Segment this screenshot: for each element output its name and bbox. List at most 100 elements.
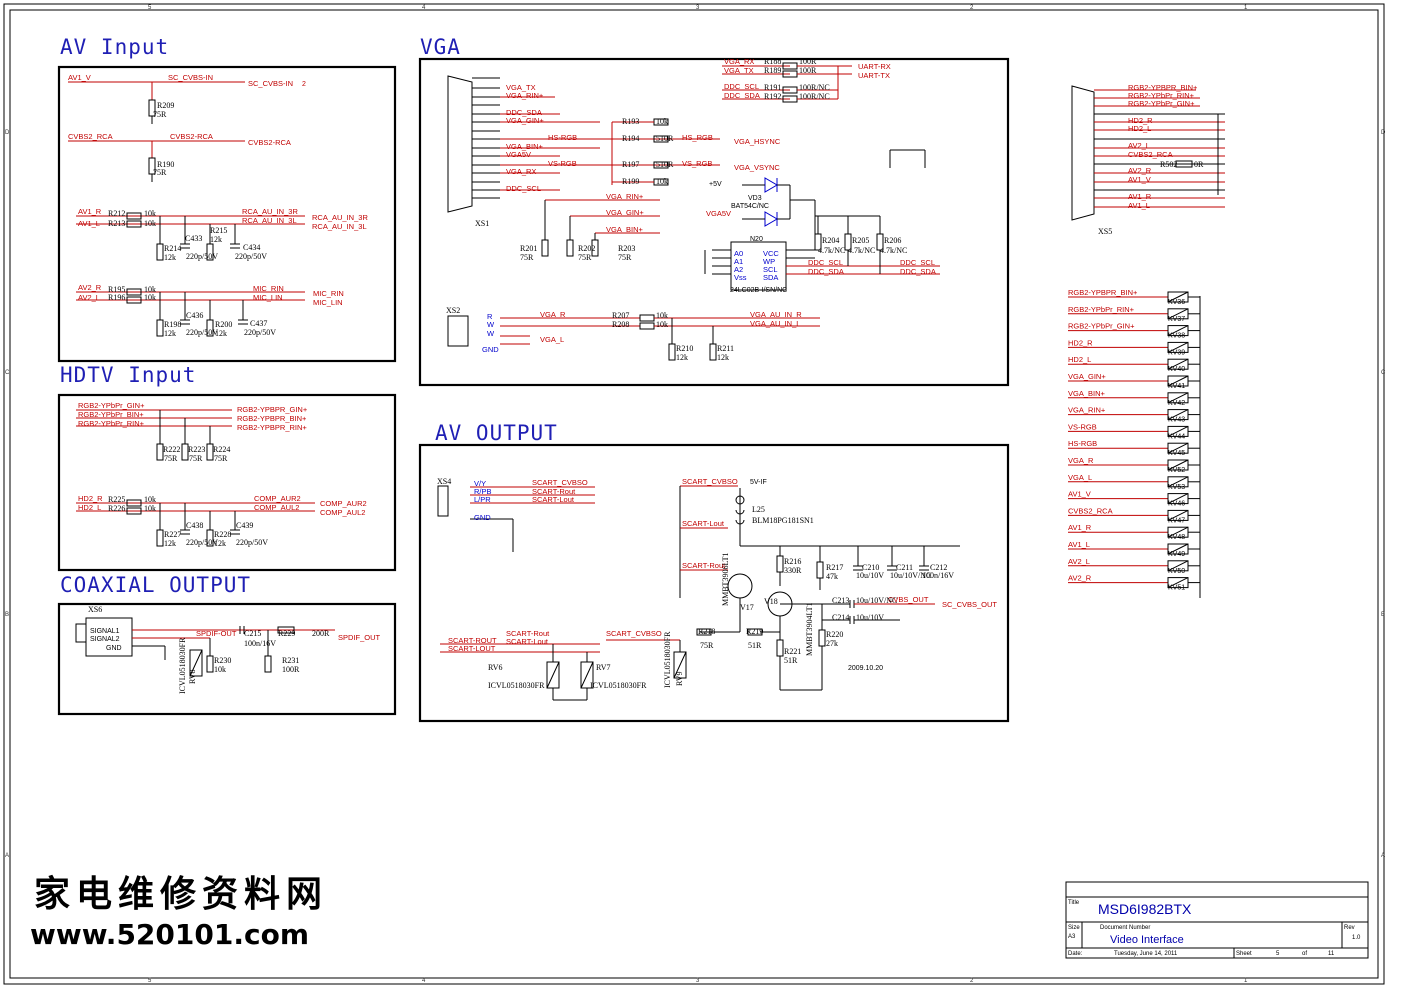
port-vga-vsync: VGA_VSYNC xyxy=(734,163,780,172)
value-r195: 10k xyxy=(144,285,156,294)
esd-net-label: VS-RGB xyxy=(1068,422,1097,431)
value-c210: 10u/10V xyxy=(856,571,884,580)
net-sc-cvbs-in: SC_CVBS-IN xyxy=(168,73,213,82)
value-r211: 12k xyxy=(717,353,729,362)
rev-value: 1.0 xyxy=(1352,935,1361,941)
pin-signal2: SIGNAL2 xyxy=(90,636,120,643)
net-5v-if: 5V-IF xyxy=(750,479,767,486)
port-comp-aur2: COMP_AUR2 xyxy=(320,499,367,508)
esd-ref-label: KV39 xyxy=(1168,349,1185,356)
value-r206: 4.7k/NC xyxy=(880,246,907,255)
label-r230: R230 xyxy=(214,656,231,665)
label-rv8: RV8 xyxy=(188,670,197,684)
sheet-inner-border xyxy=(9,9,1379,979)
label-l25: L25 xyxy=(752,505,765,514)
value-c434: 220p/50V xyxy=(235,252,267,261)
size-value: A3 xyxy=(1068,934,1076,940)
label-r211: R211 xyxy=(717,344,734,353)
label-xs2: XS2 xyxy=(446,306,460,315)
net-vga-rin: VGA_RIN+ xyxy=(506,91,544,100)
value-r502: 0R xyxy=(1194,160,1204,169)
net-vga-bin-2: VGA_BIN+ xyxy=(606,225,644,234)
net-ddc-sda: DDC_SDA xyxy=(506,108,542,117)
label-rv9: RV9 xyxy=(675,672,684,686)
value-r221: 51R xyxy=(784,656,798,665)
label-r212: R212 xyxy=(108,209,125,218)
value-v18: MMBT3904LT1 xyxy=(805,603,814,657)
net-mic-rin: MIC_RIN xyxy=(253,284,284,293)
label-r191: R191 xyxy=(764,83,781,92)
grid-col-label: 4 xyxy=(422,5,426,11)
value-r192: 100R/NC xyxy=(799,92,830,101)
value-rv8: ICVL0518030FR xyxy=(178,637,187,694)
esd-net-label: VGA_R xyxy=(1068,456,1094,465)
label-r231: R231 xyxy=(282,656,299,665)
value-r214: 12k xyxy=(164,253,176,262)
label-r198: R198 xyxy=(164,320,181,329)
value-r190: 75R xyxy=(153,168,167,177)
av-input-box xyxy=(57,65,397,363)
net-av1-v: AV1_V xyxy=(68,73,91,82)
port-uart-tx: UART-TX xyxy=(858,71,890,80)
grid-col-label: 5 xyxy=(148,978,152,984)
grid-col-label: 1 xyxy=(1244,978,1248,984)
esd-net-label: VGA_GIN+ xyxy=(1068,372,1106,381)
net-vga-gin: VGA_GIN+ xyxy=(506,116,544,125)
net-scart-rout-2: SCART-Rout xyxy=(506,629,550,638)
value-r193: 10k xyxy=(656,117,668,126)
label-r190: R190 xyxy=(157,160,174,169)
esd-ref-label: KV43 xyxy=(1168,417,1185,424)
value-c211: 10u/10V/NC xyxy=(890,571,931,580)
sheet-label: Sheet xyxy=(1236,951,1252,957)
net-plus5v: +5V xyxy=(709,181,722,188)
label-xs1: XS1 xyxy=(475,219,489,228)
value-r202: 75R xyxy=(578,253,592,262)
port-spdif-out: SPDIF_OUT xyxy=(338,633,381,642)
value-r222: 75R xyxy=(164,454,178,463)
grid-row-label: B xyxy=(1381,612,1385,618)
sheet-border xyxy=(3,3,1385,985)
label-r217: R217 xyxy=(826,563,843,572)
value-c212: 100n/16V xyxy=(922,571,954,580)
esd-ref-label: KV50 xyxy=(1168,568,1185,575)
coaxial-output-box xyxy=(57,602,397,716)
esd-net-label: HD2_L xyxy=(1068,355,1091,364)
value-r208: 10k xyxy=(656,320,668,329)
pin-gnd-3: GND xyxy=(474,513,491,522)
value-c436: 220p/50V xyxy=(186,328,218,337)
port-rca-au-in-3l: RCA_AU_IN_3L xyxy=(312,222,367,231)
label-c434: C434 xyxy=(243,243,260,252)
net-hs-rgb: HS-RGB xyxy=(548,133,577,142)
grid-row-label: B xyxy=(5,612,9,618)
net-vga-tx: VGA_TX xyxy=(506,83,536,92)
esd-protection-column: RGB2-YPBPR_BIN+KV36RGB2-YPbPr_RIN+KV37RG… xyxy=(1068,288,1201,598)
label-c439: C439 xyxy=(236,521,253,530)
net-ddc-scl-4: DDC_SCL xyxy=(900,258,935,267)
xs5-net-hd2-r: HD2_R xyxy=(1128,116,1153,125)
value-rv9: ICVL0518030FR xyxy=(663,631,672,688)
net-vga-r: VGA_R xyxy=(540,310,566,319)
net-ddc-sda-2: DDC_SDA xyxy=(724,91,760,100)
grid-col-label: 2 xyxy=(970,978,974,984)
value-r199: 10k xyxy=(656,177,668,186)
value-r230: 10k xyxy=(214,665,226,674)
title-label: Title xyxy=(1068,900,1080,906)
label-r215: R215 xyxy=(210,226,227,235)
net-vga-rin-2: VGA_RIN+ xyxy=(606,192,644,201)
pin-vss: Vss xyxy=(734,273,747,282)
value-r223: 75R xyxy=(189,454,203,463)
net-ddc-scl-3: DDC_SCL xyxy=(808,258,843,267)
label-r209: R209 xyxy=(157,101,174,110)
label-r208: R208 xyxy=(612,320,629,329)
pin-a0: A0 xyxy=(734,249,743,258)
pin-l-pr: L/PR xyxy=(474,495,491,504)
pin-a2: A2 xyxy=(734,265,743,274)
label-r213: R213 xyxy=(108,219,125,228)
port-scart-lout: SCART-LOUT xyxy=(448,644,496,653)
esd-ref-label: KV53 xyxy=(1168,484,1185,491)
title-value: MSD6I982BTX xyxy=(1098,901,1192,917)
esd-row: RGB2-YPBPR_BIN+KV36 xyxy=(1068,288,1200,306)
net-hd2-r: HD2_R xyxy=(78,494,103,503)
grid-row-label: A xyxy=(5,853,9,859)
